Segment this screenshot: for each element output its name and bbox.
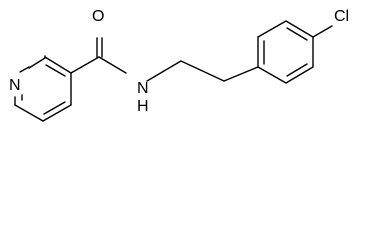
bond <box>146 60 182 82</box>
bond <box>42 104 72 122</box>
double-bond-inner <box>43 101 66 115</box>
carbonyl-oxygen-label: O <box>92 8 104 25</box>
chlorine-label: Cl <box>334 8 349 25</box>
bond <box>70 56 100 74</box>
amide-nitrogen-label: N <box>137 80 149 97</box>
bond <box>44 56 72 74</box>
bond <box>19 66 30 73</box>
bond <box>312 25 333 38</box>
chlorophenyl-ring <box>257 20 333 84</box>
bond <box>285 20 314 38</box>
bond <box>223 66 259 82</box>
pyridine-nitrogen-label: N <box>9 77 21 94</box>
bond <box>257 66 287 84</box>
bond <box>180 60 225 82</box>
bond <box>98 56 127 74</box>
double-bond-inner <box>45 64 66 77</box>
double-bond-inner <box>286 27 308 41</box>
ethyl-linker <box>146 60 259 82</box>
amide-hydrogen-label: H <box>137 98 149 115</box>
bond <box>257 20 287 38</box>
bond <box>285 66 314 84</box>
double-bond-inner <box>286 63 308 77</box>
pyridine-ring <box>14 55 72 122</box>
bond <box>28 57 46 69</box>
chemical-structure: N O N H Cl <box>9 8 349 122</box>
bond <box>14 104 44 122</box>
amide-group <box>70 37 127 74</box>
